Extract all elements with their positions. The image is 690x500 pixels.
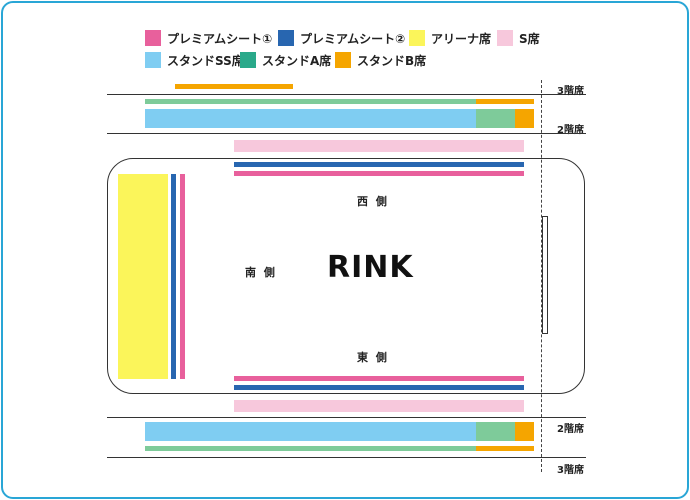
s-seat-top xyxy=(234,140,524,152)
rink-title: RINK xyxy=(327,250,414,285)
legend-label: プレミアムシート① xyxy=(167,31,273,46)
floor-label-2f-top: 2階席 xyxy=(557,125,584,136)
east-side-label: 東 側 xyxy=(357,351,389,364)
legend-label: スタンドB席 xyxy=(357,53,427,68)
legend-label: プレミアムシート② xyxy=(300,31,406,46)
legend-swatch xyxy=(335,52,351,68)
legend-s: S席 xyxy=(497,29,540,47)
floor-label-3f-top: 3階席 xyxy=(557,86,584,97)
south-side-label: 南 側 xyxy=(245,266,277,279)
legend-swatch xyxy=(409,30,425,46)
stand-a-bottom-strip xyxy=(145,446,476,451)
stand-a-top xyxy=(476,109,515,128)
legend-stand-b: スタンドB席 xyxy=(335,51,426,69)
floor-line-3f-top xyxy=(107,94,586,95)
legend-stand-a: スタンドA席 xyxy=(240,51,331,69)
legend-swatch xyxy=(240,52,256,68)
dashed-divider xyxy=(541,80,542,472)
legend-swatch xyxy=(145,30,161,46)
legend-label: S席 xyxy=(519,31,540,46)
floor-label-3f-bottom: 3階席 xyxy=(557,465,584,476)
premium-2-left xyxy=(171,174,176,379)
s-seat-bottom xyxy=(234,400,524,412)
rink-outline xyxy=(107,158,585,394)
stand-b-bottom-strip xyxy=(476,446,534,451)
stand-a-bottom xyxy=(476,422,515,441)
arena-seat xyxy=(118,174,168,379)
stand-b-bottom xyxy=(515,422,534,441)
stand-ss-top xyxy=(145,109,476,128)
stand-ss-bottom xyxy=(145,422,476,441)
legend-swatch xyxy=(145,52,161,68)
legend-arena: アリーナ席 xyxy=(409,29,491,47)
legend-swatch xyxy=(497,30,513,46)
legend-swatch xyxy=(278,30,294,46)
west-side-label: 西 側 xyxy=(357,195,389,208)
legend-premium-2: プレミアムシート② xyxy=(278,29,405,47)
rink-gate xyxy=(542,216,548,334)
premium-1-bottom xyxy=(234,376,524,381)
floor-line-3f-bottom xyxy=(107,457,586,458)
legend-label: アリーナ席 xyxy=(431,31,492,46)
legend-stand-ss: スタンドSS席 xyxy=(145,51,244,69)
legend-label: スタンドA席 xyxy=(262,53,332,68)
legend-premium-1: プレミアムシート① xyxy=(145,29,272,47)
legend-label: スタンドSS席 xyxy=(167,53,244,68)
stand-b-top-3f xyxy=(175,84,293,89)
premium-1-left xyxy=(180,174,185,379)
floor-line-2f-bottom xyxy=(107,417,586,418)
stand-b-top xyxy=(515,109,534,128)
stand-a-top-strip xyxy=(145,99,476,104)
stand-b-top-strip xyxy=(476,99,534,104)
floor-label-2f-bottom: 2階席 xyxy=(557,424,584,435)
floor-line-2f-top xyxy=(107,133,586,134)
premium-1-top xyxy=(234,171,524,176)
premium-2-top xyxy=(234,162,524,167)
premium-2-bottom xyxy=(234,385,524,390)
